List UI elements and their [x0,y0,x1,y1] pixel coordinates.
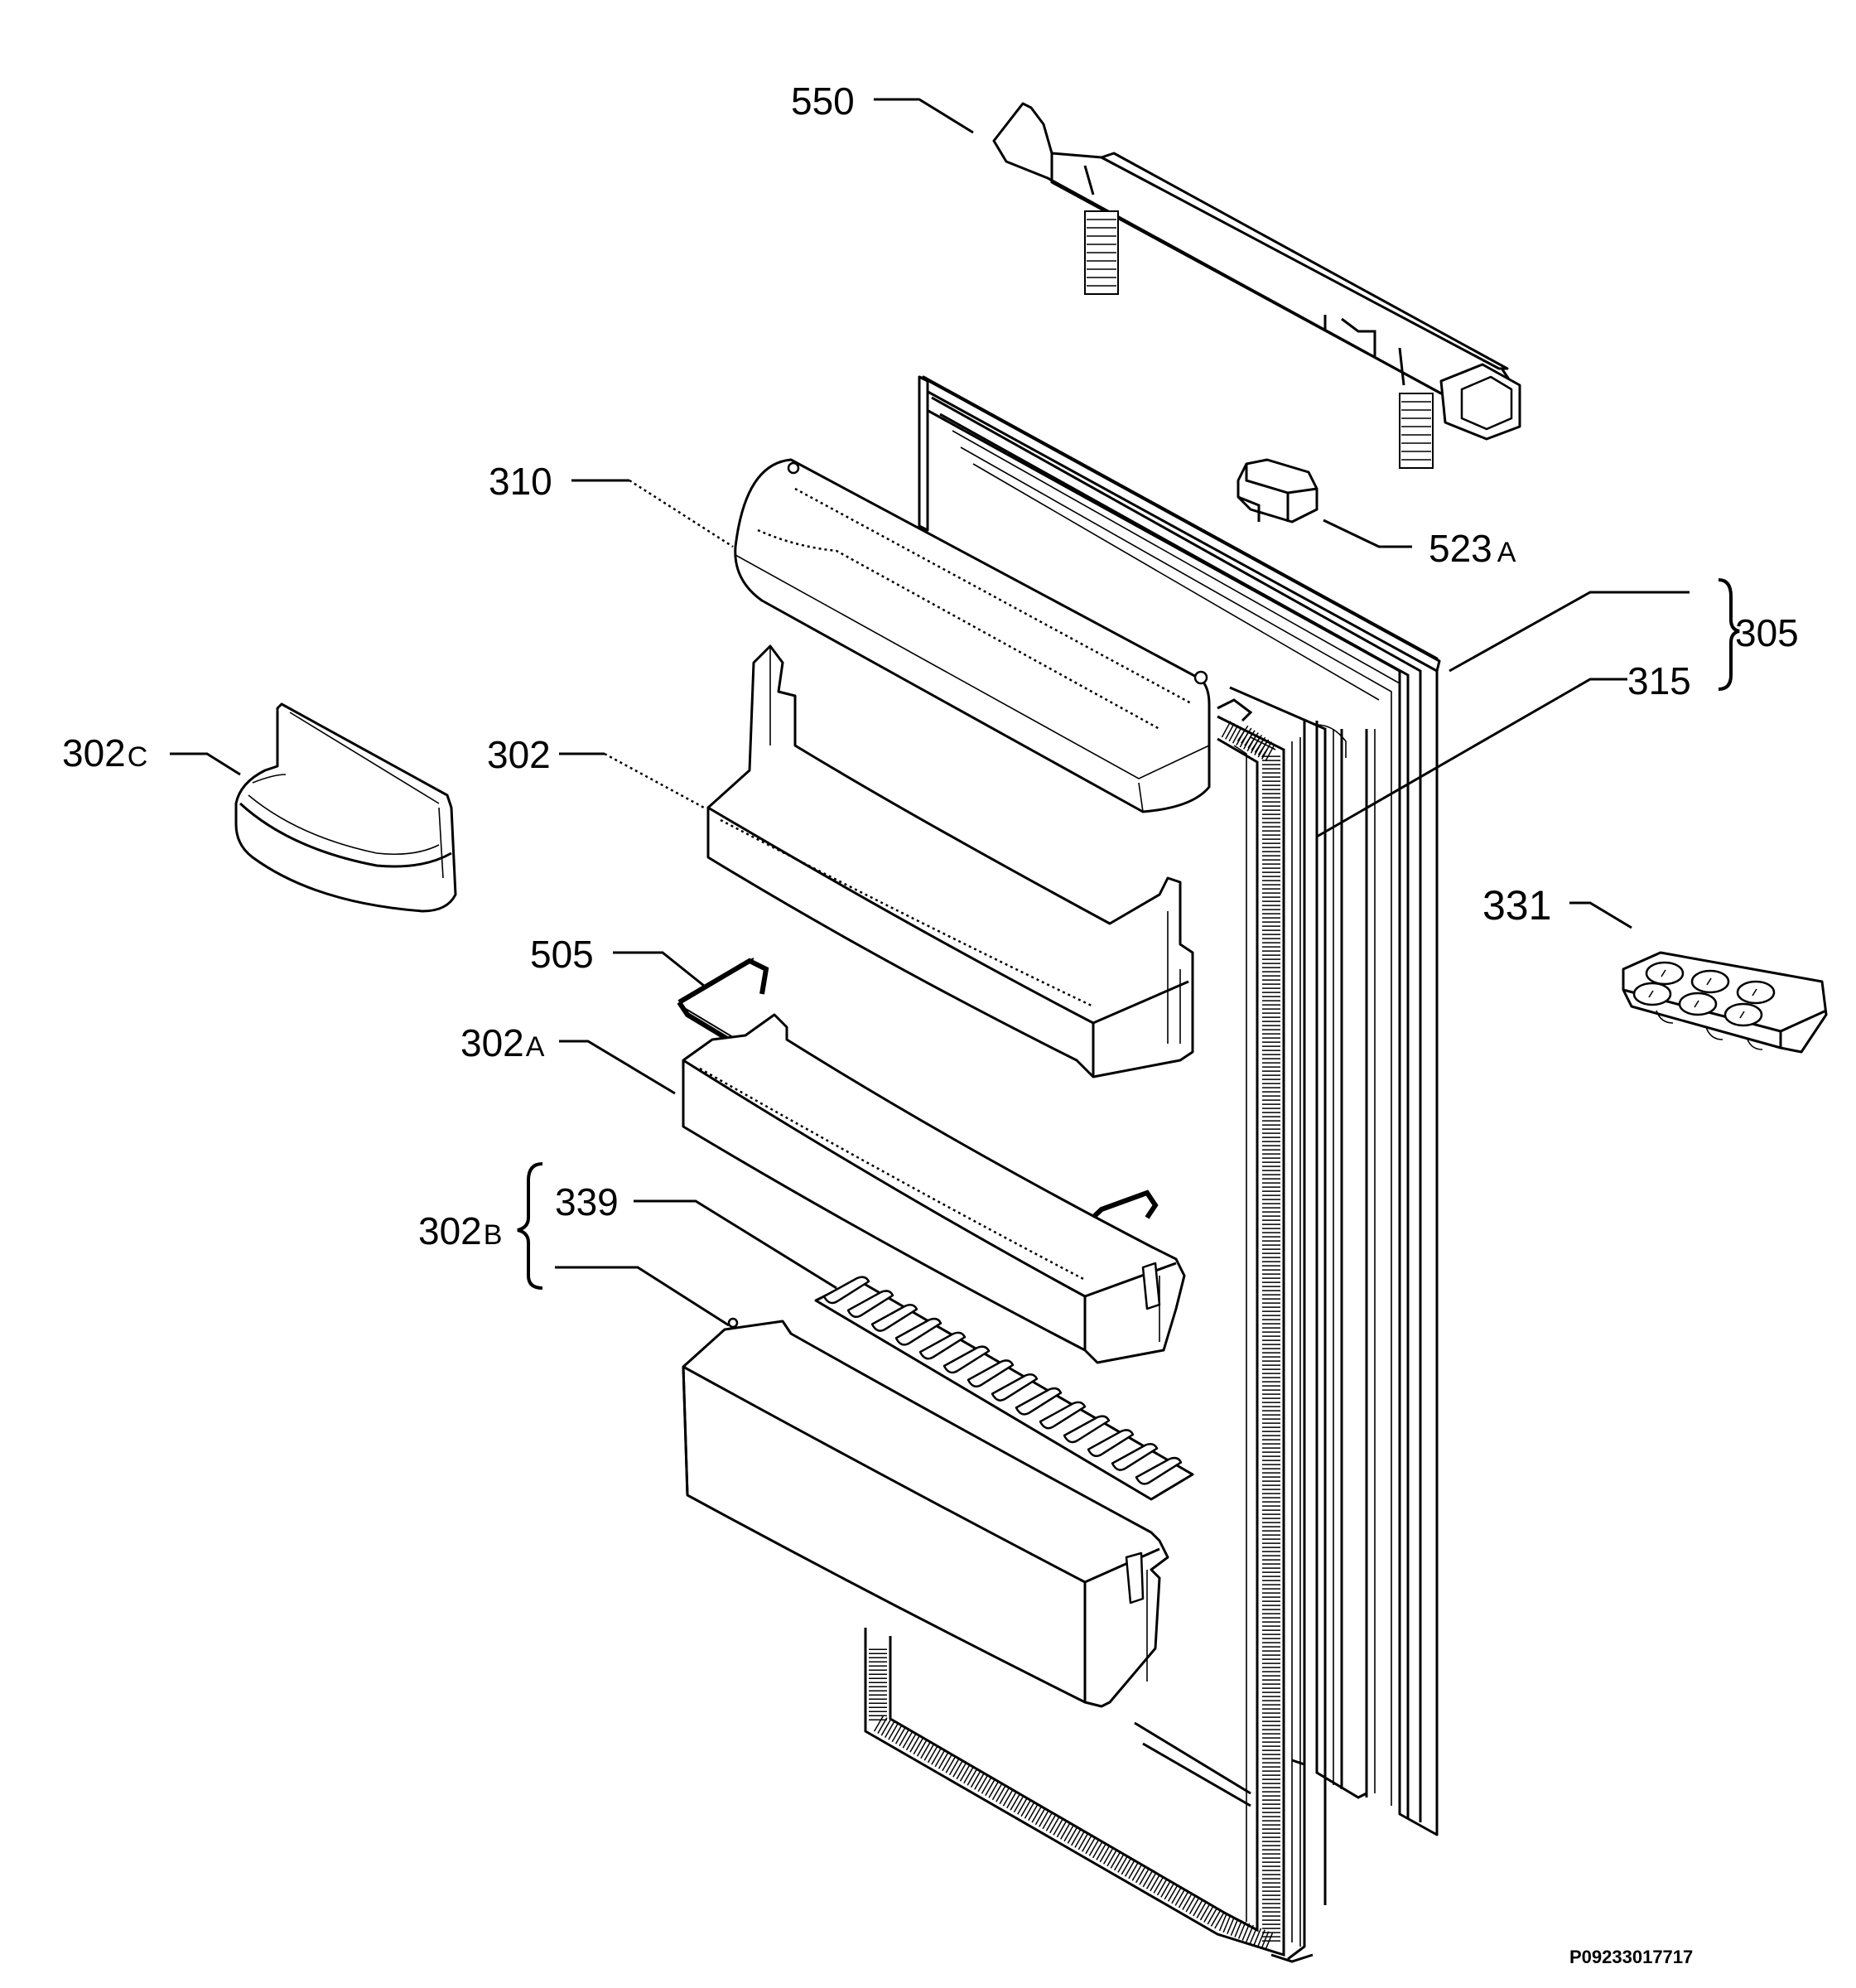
rack-slat [1111,1443,1159,1471]
hinge-pin-right [1399,393,1434,469]
egg-cup-mark [1752,988,1757,996]
egg-cup-hole [1723,1002,1763,1027]
rack-slat [1135,1456,1183,1485]
egg-cup-holes [1632,961,1776,1027]
egg-cup-mark [1706,977,1712,986]
egg-cup-hole [1690,969,1730,994]
rack-slat [967,1359,1015,1388]
rack-slat [1063,1415,1111,1444]
rack-slat [822,1276,870,1305]
part-339-bottle-rack [814,1276,1194,1501]
rack-slat [942,1345,991,1374]
part-331-egg-tray [1622,951,1828,1054]
label-505: 505 [530,933,594,976]
egg-cup-mark [1661,969,1666,977]
drawing-code: P09233017717 [1569,1947,1693,1967]
part-310-shelf-lid [734,458,1211,813]
rack-slat [1015,1387,1063,1416]
leader-lines [170,98,1740,1327]
egg-cup-hole [1645,961,1685,986]
egg-cup-mark [1739,1011,1745,1019]
label-550: 550 [791,80,855,123]
part-302b-bottle-shelf [682,1317,1169,1708]
rack-slat [846,1290,894,1319]
label-305: 305 [1735,611,1799,654]
egg-cup-hole [1632,982,1672,1006]
label-315: 315 [1627,659,1691,702]
rack-slat [870,1304,918,1332]
door-panel [864,375,1441,1963]
hinge-pin-left [1084,210,1119,295]
part-302-door-shelf [706,644,1194,1078]
label-302a: 302A [460,1021,545,1064]
rack-slat [1039,1401,1087,1430]
egg-cup-hole [1678,992,1718,1016]
label-331: 331 [1482,882,1551,929]
egg-cup-mark [1648,990,1654,998]
rack-slat [918,1331,967,1360]
label-310: 310 [489,460,552,503]
egg-cup-mark [1694,1000,1699,1008]
label-302c: 302C [62,731,147,774]
part-302a-door-shelf [682,1013,1186,1364]
rack-slat [1087,1429,1135,1458]
rack-slat [991,1373,1039,1402]
egg-cup-hole [1736,980,1776,1005]
part-302c-small-box [234,702,457,913]
rack-slat [894,1317,942,1346]
label-302b: 302B [418,1209,502,1252]
label-302: 302 [487,733,551,776]
part-550-hinge-cover [992,102,1521,469]
label-339: 339 [555,1180,619,1223]
part-523a-block [1237,458,1318,524]
